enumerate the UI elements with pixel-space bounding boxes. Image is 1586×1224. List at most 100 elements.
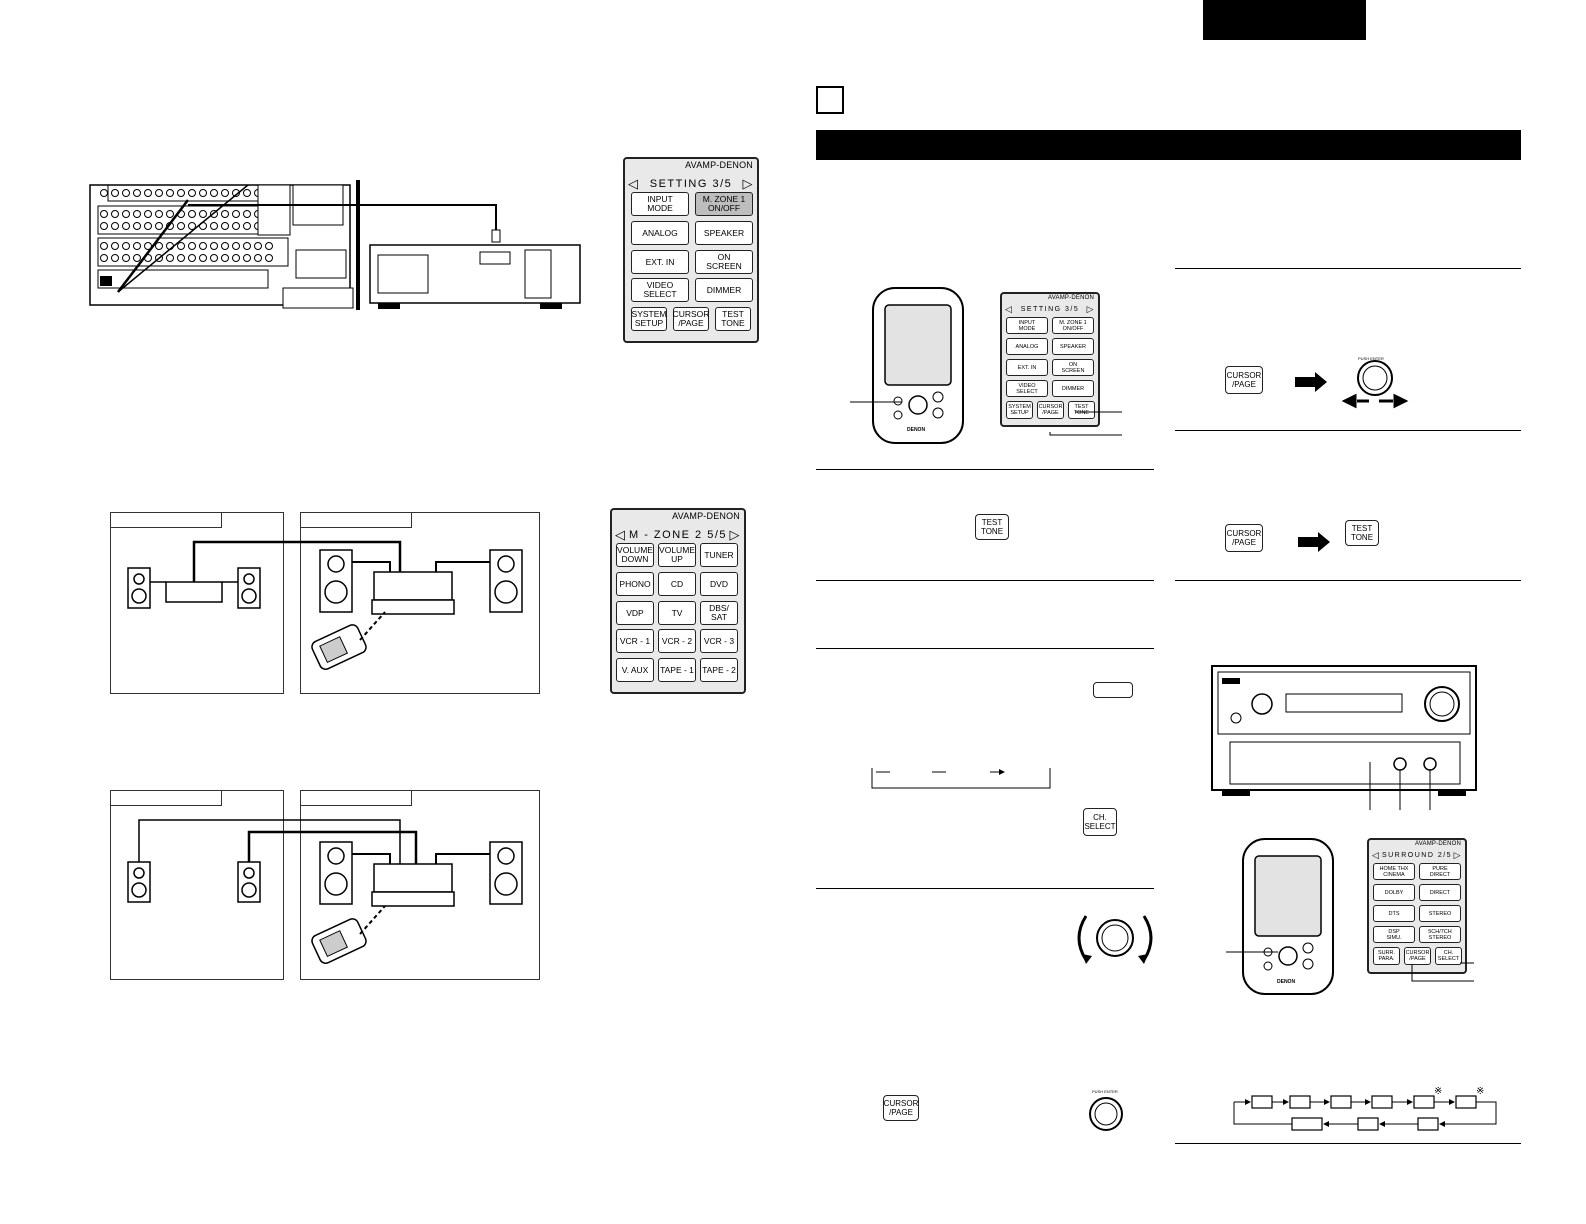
phono-button[interactable]: PHONO (616, 572, 654, 596)
mzone1-onoff-button[interactable]: M. ZONE 1 ON/OFF (1052, 317, 1094, 334)
prev-page-icon[interactable]: ◁ (628, 176, 640, 192)
dvd-button[interactable]: DVD (700, 572, 738, 596)
cursor-page-key[interactable]: CURSOR /PAGE (1225, 524, 1263, 552)
divider (816, 648, 1154, 649)
dbs-sat-button[interactable]: DBS/ SAT (700, 601, 738, 625)
ext-in-button[interactable]: EXT. IN (1006, 359, 1048, 376)
rear-jack (145, 223, 152, 230)
vdp-button[interactable]: VDP (616, 601, 654, 625)
rear-jack (156, 211, 163, 218)
prev-page-icon[interactable]: ◁ (615, 527, 627, 543)
5ch-7ch-stereo-button[interactable]: 5CH/7CH STEREO (1419, 926, 1461, 943)
cd-button[interactable]: CD (658, 572, 696, 596)
rear-jack (200, 190, 207, 197)
analog-button[interactable]: ANALOG (1006, 338, 1048, 355)
vcr1-button[interactable]: VCR - 1 (616, 629, 654, 653)
next-page-icon[interactable]: ▷ (1454, 850, 1462, 861)
divider (1175, 268, 1521, 269)
dimmer-button[interactable]: DIMMER (1052, 380, 1094, 397)
divider (1175, 430, 1521, 431)
mzone1-onoff-button[interactable]: M. ZONE 1 ON/OFF (695, 192, 753, 216)
panel-brand: AVAMP-DENON (1415, 841, 1461, 847)
next-page-icon[interactable]: ▷ (743, 176, 755, 192)
input-mode-button[interactable]: INPUT MODE (631, 192, 689, 216)
analog-button[interactable]: ANALOG (631, 221, 689, 245)
video-select-button[interactable]: VIDEO SELECT (631, 278, 689, 302)
rear-jack (112, 211, 119, 218)
video-select-button[interactable]: VIDEO SELECT (1006, 380, 1048, 397)
test-tone-key[interactable]: TEST TONE (1345, 520, 1379, 546)
stereo-button[interactable]: STEREO (1419, 905, 1461, 922)
tape1-button[interactable]: TAPE - 1 (658, 658, 696, 682)
surround-panel: AVAMP-DENON ◁ SURROUND 2/5 ▷ HOME THX CI… (1367, 838, 1467, 974)
rear-jack (222, 243, 229, 250)
rear-jack (244, 211, 251, 218)
dolby-button[interactable]: DOLBY (1373, 884, 1415, 901)
rear-jack (200, 243, 207, 250)
prev-page-icon[interactable]: ◁ (1372, 850, 1380, 861)
volume-dial-icon[interactable] (1072, 910, 1158, 966)
remote-brand-label: DENON (1277, 979, 1295, 985)
rear-jack (167, 255, 174, 262)
next-page-icon[interactable]: ▷ (730, 527, 742, 543)
rear-panel-connection-diagram (88, 180, 608, 320)
system-setup-button[interactable]: SYSTEM SETUP (1006, 401, 1033, 419)
speaker-button[interactable]: SPEAKER (695, 221, 753, 245)
receiver-front-panel (1210, 664, 1480, 810)
jog-dial-icon[interactable] (1345, 356, 1405, 412)
setting-panel: AVAMP-DENON ◁ SETTING 3/5 ▷ INPUT MODE M… (623, 157, 759, 343)
dimmer-button[interactable]: DIMMER (695, 278, 753, 302)
blank-key[interactable] (1093, 682, 1133, 698)
rear-jack (156, 190, 163, 197)
direct-button[interactable]: DIRECT (1419, 884, 1461, 901)
v-aux-button[interactable]: V. AUX (616, 658, 654, 682)
rear-jack (189, 255, 196, 262)
remote-brand-label: DENON (907, 427, 925, 433)
rear-jack (189, 243, 196, 250)
prev-page-icon[interactable]: ◁ (1005, 304, 1013, 315)
tape2-button[interactable]: TAPE - 2 (700, 658, 738, 682)
rear-jack (167, 190, 174, 197)
cursor-page-button[interactable]: CURSOR /PAGE (673, 307, 709, 331)
rear-jack (123, 223, 130, 230)
ch-select-key[interactable]: CH. SELECT (1083, 808, 1117, 836)
cursor-page-key[interactable]: CURSOR /PAGE (1225, 366, 1263, 394)
volume-up-button[interactable]: VOLUME UP (658, 543, 696, 567)
push-enter-dial-icon[interactable] (1088, 1096, 1128, 1136)
small-setting-panel: AVAMP-DENON ◁ SETTING 3/5 ▷ INPUT MODE M… (1000, 292, 1100, 427)
multi-zone-diagram-1 (110, 512, 540, 694)
speaker-button[interactable]: SPEAKER (1052, 338, 1094, 355)
next-page-icon[interactable]: ▷ (1087, 304, 1095, 315)
vcr3-button[interactable]: VCR - 3 (700, 629, 738, 653)
mzone2-panel: AVAMP-DENON ◁ M - ZONE 2 5/5 ▷ VOLUME DO… (610, 508, 746, 694)
panel-title-bar: ◁ SURROUND 2/5 ▷ (1372, 848, 1462, 862)
pure-direct-button[interactable]: PURE DIRECT (1419, 863, 1461, 880)
callout-line (1226, 950, 1286, 960)
ext-in-button[interactable]: EXT. IN (631, 250, 689, 274)
rear-jack (156, 243, 163, 250)
tv-button[interactable]: TV (658, 601, 696, 625)
on-screen-button[interactable]: ON SCREEN (1052, 359, 1094, 376)
on-screen-button[interactable]: ON SCREEN (695, 250, 753, 274)
test-tone-button[interactable]: TEST TONE (715, 307, 751, 331)
rear-jack (101, 255, 108, 262)
vcr2-button[interactable]: VCR - 2 (658, 629, 696, 653)
note-mark: ※ (1434, 1086, 1442, 1097)
system-setup-button[interactable]: SYSTEM SETUP (631, 307, 667, 331)
push-enter-label: PUSH ENTER (1092, 1089, 1118, 1094)
surr-para-button[interactable]: SURR. PARA. (1373, 947, 1400, 965)
test-tone-key[interactable]: TEST TONE (975, 514, 1009, 540)
callout-line (850, 400, 910, 410)
home-thx-cinema-button[interactable]: HOME THX CINEMA (1373, 863, 1415, 880)
panel-title: SETTING 3/5 (1021, 306, 1080, 313)
panel-brand: AVAMP-DENON (1048, 295, 1094, 301)
rear-jack (145, 190, 152, 197)
dts-button[interactable]: DTS (1373, 905, 1415, 922)
input-mode-button[interactable]: INPUT MODE (1006, 317, 1048, 334)
dsp-simu-button[interactable]: DSP SIMU. (1373, 926, 1415, 943)
cursor-page-key[interactable]: CURSOR /PAGE (883, 1095, 919, 1121)
volume-down-button[interactable]: VOLUME DOWN (616, 543, 654, 567)
tuner-button[interactable]: TUNER (700, 543, 738, 567)
rear-jack (112, 190, 119, 197)
rear-jack (244, 190, 251, 197)
